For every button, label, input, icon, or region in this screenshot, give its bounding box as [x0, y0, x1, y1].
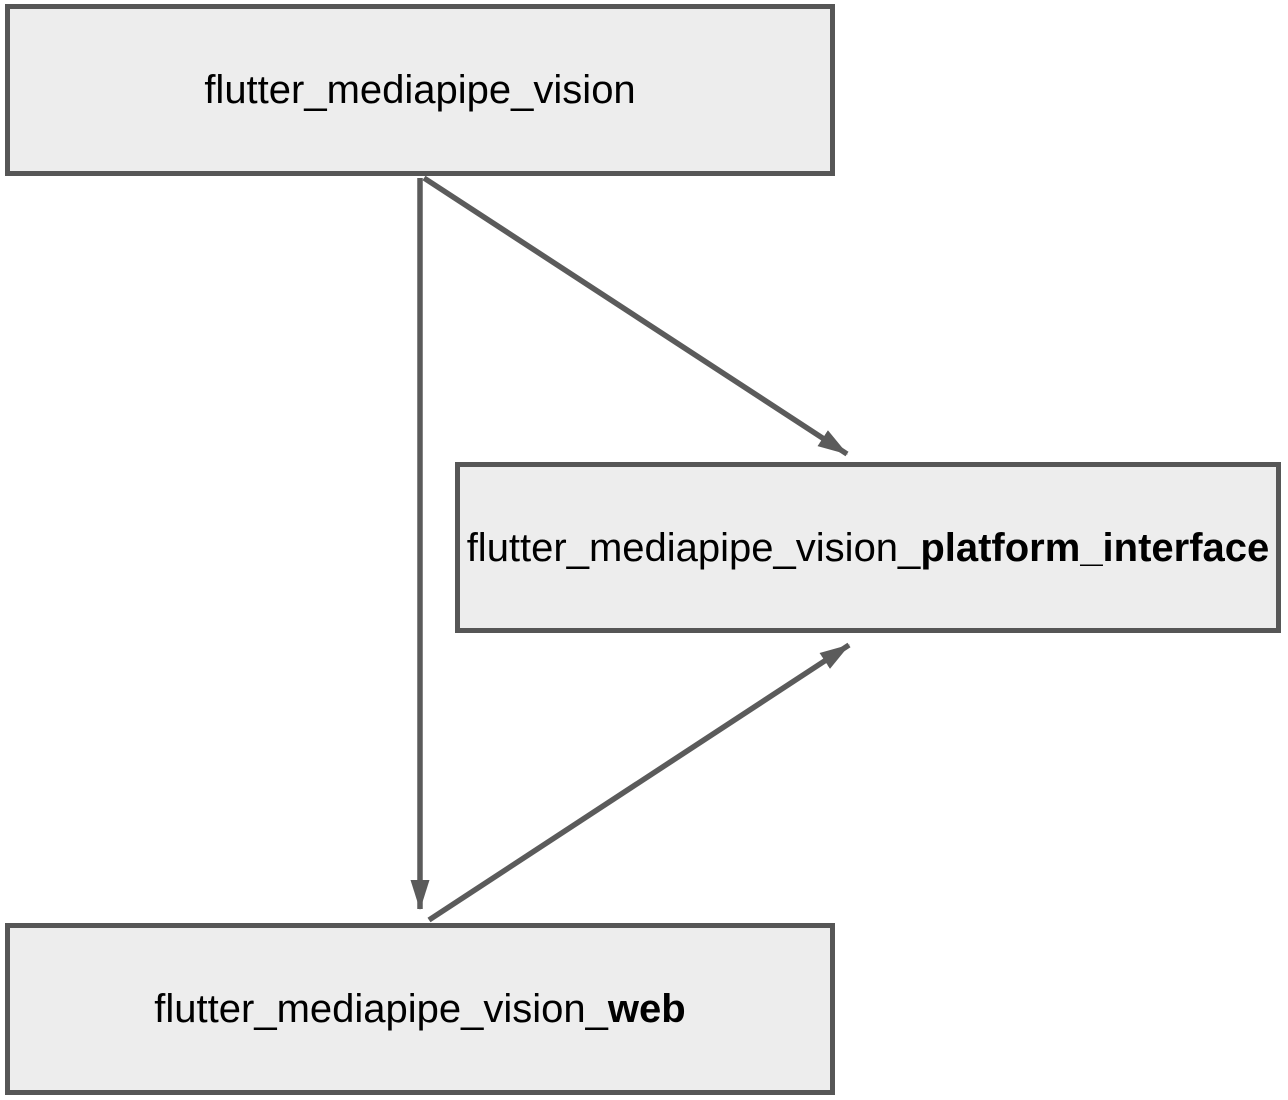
node-label: flutter_mediapipe_vision_platform_interf… — [467, 524, 1270, 572]
node-flutter-mediapipe-vision-web: flutter_mediapipe_vision_web — [5, 923, 835, 1095]
node-label-regular: flutter_mediapipe_vision — [204, 68, 636, 112]
node-label: flutter_mediapipe_vision_web — [154, 985, 685, 1033]
node-label-bold: web — [607, 987, 686, 1031]
node-flutter-mediapipe-vision: flutter_mediapipe_vision — [5, 4, 835, 176]
node-label: flutter_mediapipe_vision — [204, 66, 635, 114]
node-flutter-mediapipe-vision-platform-interface: flutter_mediapipe_vision_platform_interf… — [455, 462, 1281, 633]
node-label-regular: flutter_mediapipe_vision_ — [466, 525, 921, 570]
edge-web-to-platform-interface — [427, 642, 851, 923]
node-label-regular: flutter_mediapipe_vision_ — [154, 987, 608, 1031]
edge-main-to-platform-interface — [422, 175, 849, 457]
node-label-bold: platform_interface — [920, 525, 1270, 570]
